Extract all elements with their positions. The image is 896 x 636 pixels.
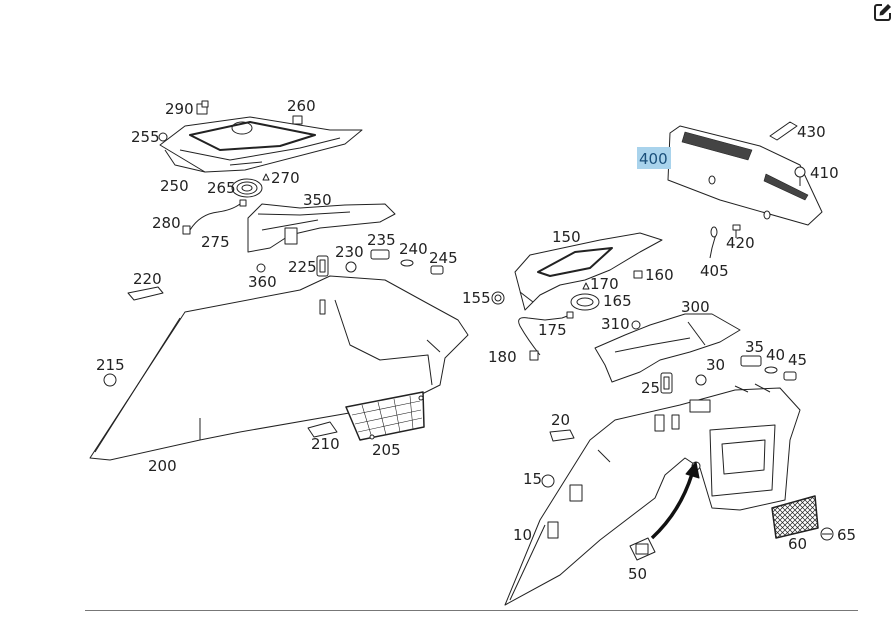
label-205[interactable]: 205 xyxy=(372,441,401,459)
part-40-clip xyxy=(764,366,778,374)
label-405[interactable]: 405 xyxy=(700,262,729,280)
part-350-bracket xyxy=(247,203,396,253)
part-360-clip xyxy=(256,263,266,273)
label-20[interactable]: 20 xyxy=(551,411,570,429)
label-45[interactable]: 45 xyxy=(788,351,807,369)
part-labels: 290 260 255 250 265 270 350 280 275 225 … xyxy=(96,97,856,583)
part-35-clip xyxy=(740,355,762,367)
part-25-clip xyxy=(660,372,673,394)
label-290[interactable]: 290 xyxy=(165,100,194,118)
part-430-cover xyxy=(769,121,798,141)
label-25[interactable]: 25 xyxy=(641,379,660,397)
bottom-divider xyxy=(85,610,858,611)
part-150-upper-trim xyxy=(514,232,663,311)
label-150[interactable]: 150 xyxy=(552,228,581,246)
part-165-speaker xyxy=(570,293,600,311)
part-30-clip xyxy=(695,374,707,386)
part-310-clip xyxy=(631,320,641,330)
part-225-clip xyxy=(316,255,329,277)
part-265-speaker xyxy=(231,178,263,198)
part-400-rear-panel xyxy=(667,125,823,226)
label-360[interactable]: 360 xyxy=(248,273,277,291)
part-170-screw xyxy=(582,282,590,290)
label-280[interactable]: 280 xyxy=(152,214,181,232)
label-160[interactable]: 160 xyxy=(645,266,674,284)
part-175-harness xyxy=(518,311,574,356)
label-350[interactable]: 350 xyxy=(303,191,332,209)
label-10[interactable]: 10 xyxy=(513,526,532,544)
part-255-clip xyxy=(158,132,168,142)
part-210-flap xyxy=(307,421,338,438)
part-45-clip xyxy=(783,371,797,381)
label-275[interactable]: 275 xyxy=(201,233,230,251)
part-260-clip xyxy=(292,115,303,125)
part-10-side-panel xyxy=(504,383,801,606)
part-60-grille xyxy=(771,495,819,539)
part-245-clip xyxy=(430,265,444,275)
label-170[interactable]: 170 xyxy=(590,275,619,293)
label-35[interactable]: 35 xyxy=(745,338,764,356)
label-215[interactable]: 215 xyxy=(96,356,125,374)
label-250[interactable]: 250 xyxy=(160,177,189,195)
assembly-arrowhead xyxy=(685,461,700,479)
label-200[interactable]: 200 xyxy=(148,457,177,475)
label-230[interactable]: 230 xyxy=(335,243,364,261)
label-225[interactable]: 225 xyxy=(288,258,317,276)
part-240-clip xyxy=(400,259,414,267)
part-405-cable xyxy=(709,226,718,259)
part-205-cargo-net xyxy=(345,391,425,441)
part-180-connector xyxy=(529,350,539,361)
label-240[interactable]: 240 xyxy=(399,240,428,258)
part-20-handle xyxy=(549,429,575,442)
label-270[interactable]: 270 xyxy=(271,169,300,187)
part-290-clip xyxy=(196,100,209,115)
part-275-harness xyxy=(182,199,247,235)
label-60[interactable]: 60 xyxy=(788,535,807,553)
label-165[interactable]: 165 xyxy=(603,292,632,310)
label-65[interactable]: 65 xyxy=(837,526,856,544)
label-175[interactable]: 175 xyxy=(538,321,567,339)
assembly-arrow xyxy=(650,473,694,540)
label-220[interactable]: 220 xyxy=(133,270,162,288)
part-410-clip xyxy=(794,166,806,186)
part-160-clip xyxy=(633,270,643,279)
part-50-handle xyxy=(629,537,656,561)
label-300[interactable]: 300 xyxy=(681,298,710,316)
label-265[interactable]: 265 xyxy=(207,179,236,197)
label-260[interactable]: 260 xyxy=(287,97,316,115)
part-420-screw xyxy=(732,224,741,238)
label-30[interactable]: 30 xyxy=(706,356,725,374)
label-155[interactable]: 155 xyxy=(462,289,491,307)
edit-button[interactable] xyxy=(873,2,893,22)
part-65-clip xyxy=(820,527,834,541)
part-230-clip xyxy=(345,261,357,273)
label-235[interactable]: 235 xyxy=(367,231,396,249)
edit-icon xyxy=(874,4,891,21)
label-310[interactable]: 310 xyxy=(601,315,630,333)
label-245[interactable]: 245 xyxy=(429,249,458,267)
highlight-box-400 xyxy=(637,147,671,169)
part-200-side-panel xyxy=(89,275,469,461)
part-270-screw xyxy=(262,173,270,181)
label-410[interactable]: 410 xyxy=(810,164,839,182)
part-15-clip xyxy=(541,474,555,488)
part-220-handle xyxy=(127,286,164,301)
label-210[interactable]: 210 xyxy=(311,435,340,453)
part-250-upper-trim xyxy=(159,116,363,173)
label-255[interactable]: 255 xyxy=(131,128,160,146)
label-40[interactable]: 40 xyxy=(766,346,785,364)
label-430[interactable]: 430 xyxy=(797,123,826,141)
label-180[interactable]: 180 xyxy=(488,348,517,366)
label-420[interactable]: 420 xyxy=(726,234,755,252)
part-155-grommet xyxy=(491,291,505,305)
part-215-clip xyxy=(103,373,117,387)
label-50[interactable]: 50 xyxy=(628,565,647,583)
part-235-clip xyxy=(370,249,390,260)
label-400[interactable]: 400 xyxy=(639,150,668,168)
label-15[interactable]: 15 xyxy=(523,470,542,488)
part-300-bracket xyxy=(594,313,741,383)
